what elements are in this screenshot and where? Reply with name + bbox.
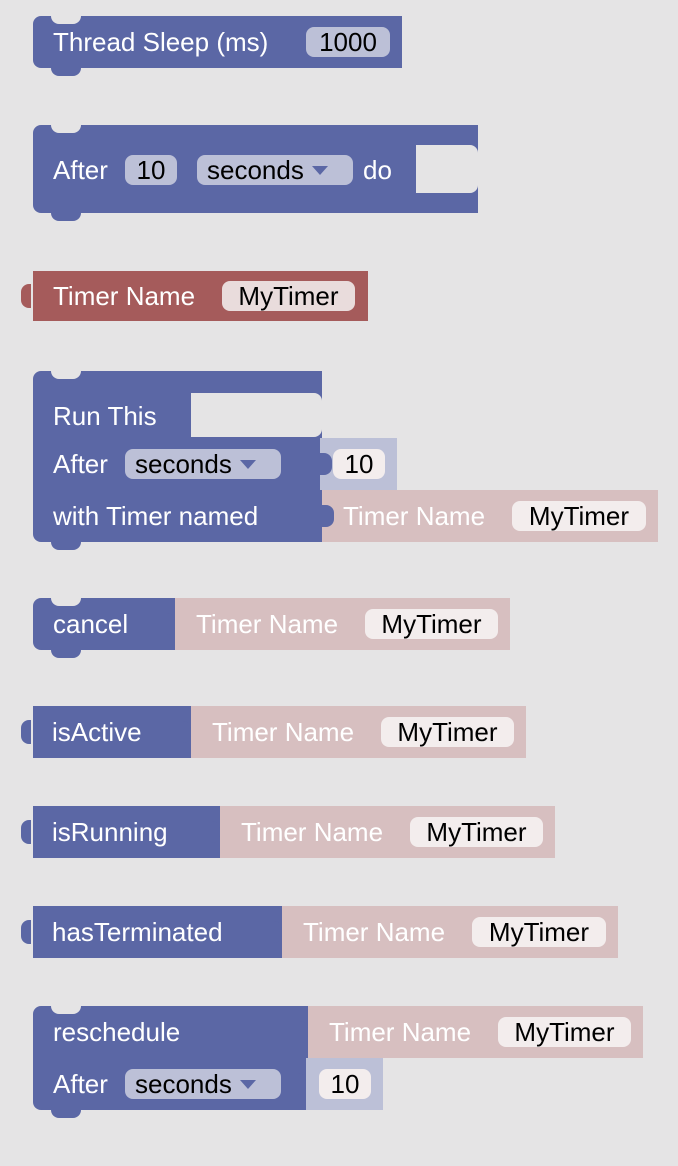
timer-name-field[interactable]: MyTimer [410, 817, 543, 847]
input-socket [322, 505, 334, 527]
is-active-block[interactable]: isActive [21, 706, 191, 758]
block-tab [51, 1110, 81, 1118]
cancel-block[interactable]: cancel [33, 598, 175, 658]
block-tab [51, 68, 81, 76]
do-label: do [363, 155, 392, 185]
run-this-block[interactable]: Run This After seconds with Timer named [33, 371, 322, 550]
cancel-label: cancel [53, 609, 129, 639]
input-socket [270, 921, 282, 943]
timer-name-label: Timer Name [343, 501, 486, 531]
with-timer-named-label: with Timer named [53, 501, 259, 531]
block-tab [51, 542, 81, 550]
output-plug [21, 820, 31, 844]
chevron-down-icon [239, 1079, 256, 1089]
has-terminated-block[interactable]: hasTerminated [21, 906, 282, 958]
timer-name-label: Timer Name [196, 609, 339, 639]
has-terminated-label: hasTerminated [52, 917, 223, 947]
thread-sleep-ms-field[interactable]: 1000 [306, 27, 390, 57]
timer-name-reference-block[interactable]: Timer Name MyTimer [322, 490, 658, 542]
timer-name-field[interactable]: MyTimer [381, 717, 514, 747]
output-plug [21, 720, 31, 744]
timer-name-label: Timer Name [53, 281, 196, 311]
after-seconds-field[interactable]: 10 [125, 155, 177, 185]
unit-dropdown[interactable]: seconds [197, 155, 353, 185]
seconds-value-field[interactable]: 10 [319, 1069, 371, 1099]
chevron-down-icon [311, 165, 328, 175]
after-label: After [53, 449, 108, 479]
input-socket [320, 453, 332, 475]
unit-dropdown-value: seconds [135, 449, 232, 479]
statement-input-slot[interactable] [416, 145, 478, 193]
timer-name-field[interactable]: MyTimer [512, 501, 646, 531]
timer-name-field[interactable]: MyTimer [222, 281, 355, 311]
block-tab [51, 213, 81, 221]
thread-sleep-block[interactable]: Thread Sleep (ms) 1000 [33, 16, 402, 76]
reschedule-label: reschedule [53, 1017, 181, 1047]
reschedule-block[interactable]: reschedule After seconds [33, 1006, 308, 1118]
unit-dropdown[interactable]: seconds [125, 1069, 281, 1099]
block-tab [51, 650, 81, 658]
block-notch [51, 371, 81, 379]
is-active-label: isActive [52, 717, 142, 747]
timer-name-block[interactable]: Timer Name MyTimer [21, 271, 368, 321]
seconds-value-field[interactable]: 10 [333, 449, 385, 479]
block-notch [51, 16, 81, 24]
seconds-value-block[interactable]: 10 [294, 1058, 383, 1110]
timer-name-reference-block[interactable]: Timer Name MyTimer [179, 706, 526, 758]
timer-name-label: Timer Name [329, 1017, 472, 1047]
input-socket [179, 721, 191, 743]
output-plug [21, 920, 31, 944]
input-socket [294, 1073, 306, 1095]
timer-name-field[interactable]: MyTimer [365, 609, 498, 639]
timer-name-field[interactable]: MyTimer [472, 917, 606, 947]
block-notch [51, 598, 81, 606]
after-do-block[interactable]: After 10 seconds do [33, 125, 478, 221]
run-this-label: Run This [53, 401, 157, 431]
timer-name-reference-block[interactable]: Timer Name MyTimer [208, 806, 555, 858]
is-running-label: isRunning [52, 817, 168, 847]
input-socket [296, 1021, 308, 1043]
timer-name-label: Timer Name [212, 717, 355, 747]
thread-sleep-label: Thread Sleep (ms) [53, 27, 269, 57]
after-label: After [53, 1069, 108, 1099]
timer-name-field[interactable]: MyTimer [498, 1017, 631, 1047]
timer-name-label: Timer Name [241, 817, 384, 847]
block-notch [51, 125, 81, 133]
timer-name-label: Timer Name [303, 917, 446, 947]
timer-name-reference-block[interactable]: Timer Name MyTimer [163, 598, 510, 650]
unit-dropdown[interactable]: seconds [125, 449, 281, 479]
after-label: After [53, 155, 108, 185]
statement-input-slot[interactable] [191, 393, 322, 437]
input-socket [163, 613, 175, 635]
block-notch [51, 1006, 81, 1014]
timer-name-reference-block[interactable]: Timer Name MyTimer [270, 906, 618, 958]
unit-dropdown-value: seconds [135, 1069, 232, 1099]
chevron-down-icon [239, 459, 256, 469]
input-socket [208, 821, 220, 843]
unit-dropdown-value: seconds [207, 155, 304, 185]
is-running-block[interactable]: isRunning [21, 806, 220, 858]
output-plug [21, 284, 31, 308]
seconds-value-block[interactable]: 10 [320, 438, 397, 490]
timer-name-reference-block[interactable]: Timer Name MyTimer [296, 1006, 643, 1058]
